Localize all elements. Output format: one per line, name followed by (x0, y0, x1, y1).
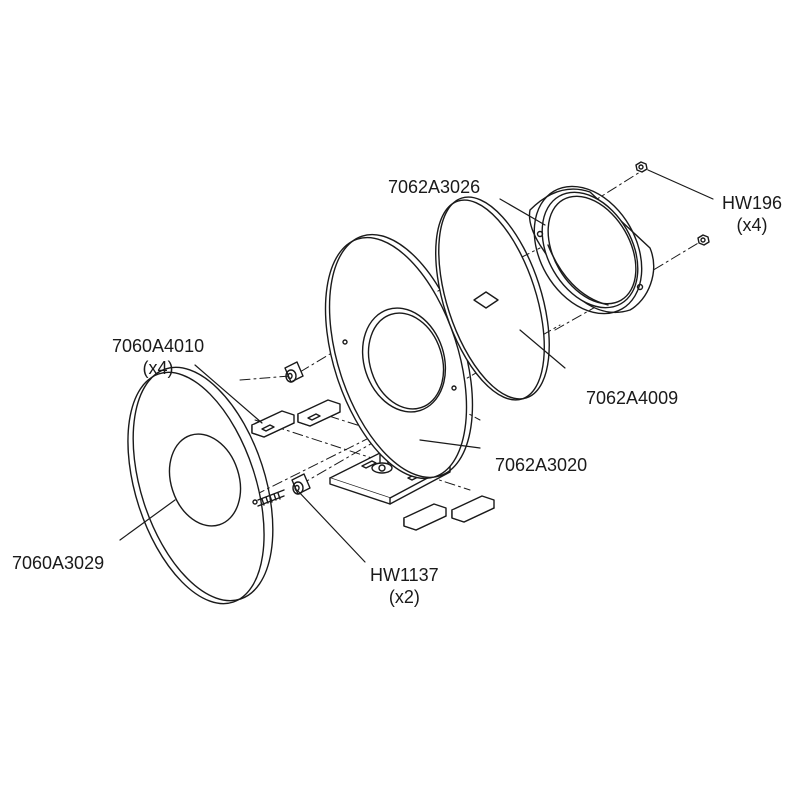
part-number-bracket: 7062A3020 (495, 455, 588, 475)
part-number-ring-plate: 7062A4009 (586, 388, 679, 408)
part-number-frame: 7062A3026 (388, 177, 481, 197)
quantity-spacers: (x2) (388, 587, 420, 607)
part-number-cover-plate: 7060A3029 (12, 553, 105, 573)
part-number-clips: 7060A4010 (112, 336, 205, 356)
label-spacers: HW1137 (x2) (370, 564, 439, 608)
label-cover-plate: 7060A3029 (12, 552, 104, 574)
quantity-nuts: (x4) (736, 215, 768, 235)
clips-7060A4010 (251, 399, 495, 531)
leader-lines (119, 169, 714, 563)
nuts-HW196 (635, 161, 710, 246)
part-number-nuts: HW196 (722, 193, 783, 213)
label-clips: 7060A4010 (x4) (112, 335, 204, 379)
ring-plate-small-7062A4009 (435, 196, 550, 401)
part-number-spacers: HW1137 (370, 565, 439, 585)
spacers-HW1137 (284, 361, 311, 495)
label-bracket: 7062A3020 (495, 454, 587, 476)
quantity-clips: (x4) (142, 358, 174, 378)
cover-plate-7060A3029 (127, 366, 285, 605)
label-frame: 7062A3026 (388, 176, 480, 198)
frame-7062A3026 (528, 185, 655, 315)
label-nuts: HW196 (x4) (722, 192, 782, 236)
label-ring-plate: 7062A4009 (586, 387, 678, 409)
